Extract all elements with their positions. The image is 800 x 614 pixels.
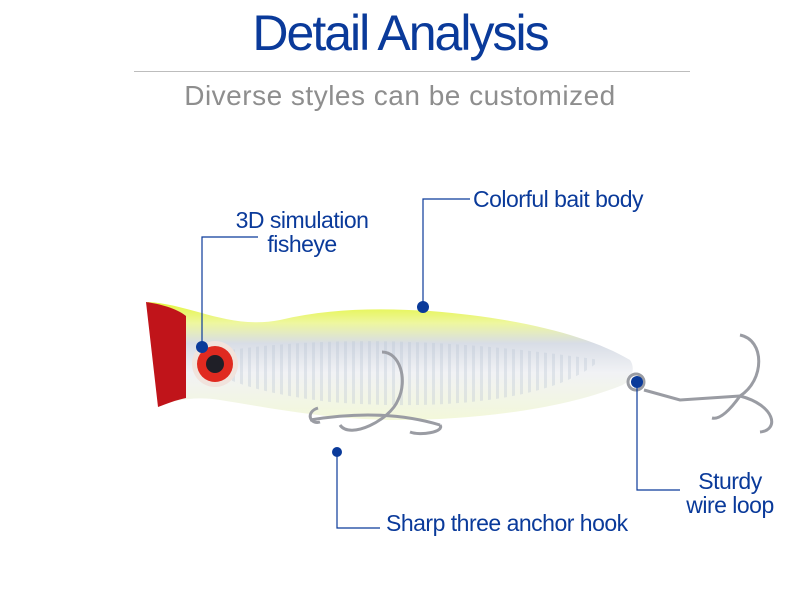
page-title: Detail Analysis <box>252 5 549 61</box>
treble-hook-icon <box>308 350 443 436</box>
body-label: Colorful bait body <box>473 186 644 212</box>
lure-head <box>146 302 186 407</box>
loop-label-line1: Sturdy <box>698 468 762 494</box>
hook-callout-dot <box>332 447 342 457</box>
loop-callout-dot <box>631 376 643 388</box>
loop-label: Sturdy wire loop <box>668 469 792 517</box>
hook-label: Sharp three anchor hook <box>386 510 628 536</box>
callout-lines <box>201 198 680 529</box>
body-callout-dot <box>417 301 429 313</box>
rear-hook-icon <box>626 333 774 434</box>
title-divider <box>134 71 690 72</box>
loop-label-line2: wire loop <box>686 492 774 518</box>
lure-body <box>148 302 633 420</box>
fisheye-label-line1: 3D simulation <box>235 207 369 233</box>
fisheye-callout-dot <box>196 341 208 353</box>
fisheye-label: 3D simulation fisheye <box>222 208 382 256</box>
page-subtitle: Diverse styles can be customized <box>184 80 616 111</box>
fisheye-label-line2: fisheye <box>267 231 337 257</box>
